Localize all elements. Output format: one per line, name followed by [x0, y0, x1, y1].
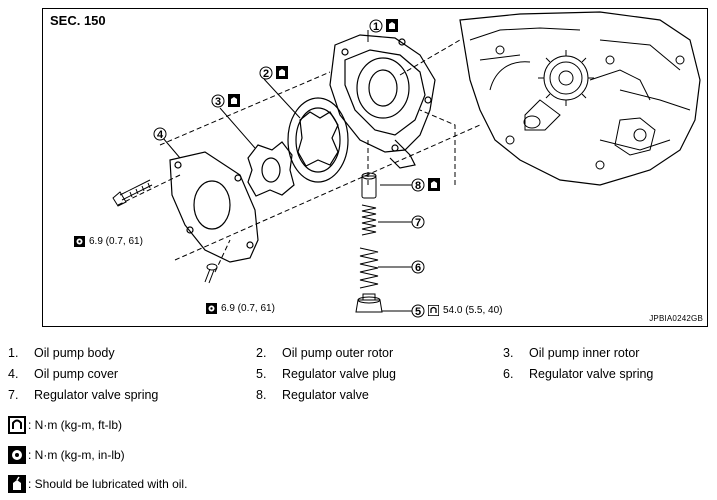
- torque-nm-icon: [8, 416, 26, 434]
- oil-can-icon: [8, 475, 26, 493]
- legend-item: 3.Oil pump inner rotor: [503, 346, 640, 360]
- torque-inlb-icon: [8, 446, 26, 464]
- svg-text:3: 3: [215, 96, 221, 108]
- torque-label-screw: 6.9 (0.7, 61): [206, 303, 275, 314]
- section-label: SEC. 150: [50, 13, 106, 28]
- svg-text:4: 4: [157, 129, 164, 141]
- legend-item: 8.Regulator valve: [256, 388, 369, 402]
- callout-4: 4: [153, 127, 167, 141]
- callout-2: 2: [259, 66, 288, 80]
- legend-item: 5.Regulator valve plug: [256, 367, 396, 381]
- leader-lines: [162, 30, 412, 312]
- legend-item: 4.Oil pump cover: [8, 367, 119, 381]
- svg-text:6: 6: [415, 262, 421, 274]
- regulator-valve-plug: [355, 293, 383, 313]
- torque-inlb-icon: [74, 236, 85, 247]
- symbol-legend-nm: : N·m (kg-m, ft-lb): [8, 416, 122, 434]
- legend-row: 7.Regulator valve spring 8.Regulator val…: [8, 388, 708, 409]
- cover-screw: [204, 263, 218, 284]
- svg-text:8: 8: [415, 180, 421, 192]
- svg-text:7: 7: [415, 217, 421, 229]
- callout-3: 3: [211, 94, 240, 108]
- symbol-legend-oil: : Should be lubricated with oil.: [8, 475, 187, 493]
- symbol-legend-inlb: : N·m (kg-m, in-lb): [8, 446, 125, 464]
- figure-code: JPBIA0242GB: [649, 314, 703, 323]
- svg-text:5: 5: [415, 306, 421, 318]
- callouts: 1 2 3 4 5 6 7 8: [153, 19, 440, 318]
- legend-item: 7.Regulator valve spring: [8, 388, 159, 402]
- torque-value: 6.9 (0.7, 61): [89, 236, 143, 247]
- callout-8: 8: [411, 178, 440, 192]
- torque-value: 6.9 (0.7, 61): [221, 303, 275, 314]
- exploded-view-diagram: 1 2 3 4 5 6 7 8: [112, 11, 701, 318]
- oil-pump-outer-rotor: [287, 97, 349, 183]
- regulator-valve-spring-lower: [359, 247, 379, 289]
- torque-inlb-icon: [206, 303, 217, 314]
- callout-1: 1: [369, 19, 398, 33]
- diagram-frame: [42, 8, 708, 327]
- torque-value: 54.0 (5.5, 40): [443, 305, 503, 316]
- callout-5: 5: [411, 304, 425, 318]
- regulator-valve-spring-upper: [361, 204, 377, 236]
- legend-item: 6.Regulator valve spring: [503, 367, 654, 381]
- oil-pump-cover: [169, 151, 259, 263]
- svg-text:1: 1: [373, 21, 379, 33]
- callout-7: 7: [411, 215, 425, 229]
- regulator-valve: [361, 172, 377, 199]
- torque-nm-icon: [428, 305, 439, 316]
- legend-item: 2.Oil pump outer rotor: [256, 346, 394, 360]
- legend-row: 1.Oil pump body 2.Oil pump outer rotor 3…: [8, 346, 708, 367]
- legend-row: 4.Oil pump cover 5.Regulator valve plug …: [8, 367, 708, 388]
- legend-item: 1.Oil pump body: [8, 346, 115, 360]
- alignment-lines: [117, 39, 481, 273]
- svg-text:2: 2: [263, 68, 269, 80]
- cover-bolt: [112, 179, 153, 207]
- engine-block: [459, 11, 701, 186]
- parts-legend: 1.Oil pump body 2.Oil pump outer rotor 3…: [8, 346, 708, 409]
- torque-label-plug: 54.0 (5.5, 40): [428, 305, 502, 316]
- oil-pump-body: [329, 34, 436, 169]
- callout-6: 6: [411, 260, 425, 274]
- torque-label-bolt: 6.9 (0.7, 61): [74, 236, 143, 247]
- oil-pump-inner-rotor: [247, 141, 295, 197]
